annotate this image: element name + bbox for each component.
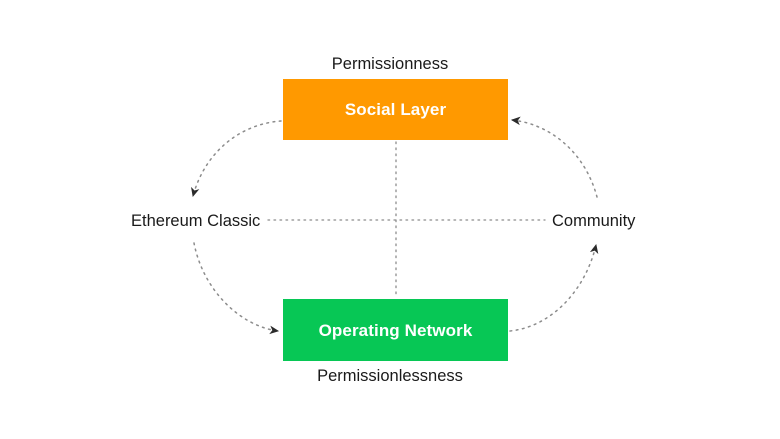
node-ethereum-classic[interactable]: Ethereum Classic xyxy=(131,212,261,230)
arc-social-layer-to-ethereum-classic xyxy=(191,120,282,198)
node-operating-network[interactable]: Operating Network xyxy=(283,299,508,361)
node-community[interactable]: Community xyxy=(552,212,636,230)
arc-community-to-social-layer xyxy=(510,116,598,198)
arc-operating-network-to-community xyxy=(509,243,599,332)
node-operating-network-label: Operating Network xyxy=(318,320,473,340)
node-social-layer[interactable]: Social Layer xyxy=(283,79,508,140)
node-social-layer-label: Social Layer xyxy=(344,100,447,119)
axis-caption-permissionness: Permissionness xyxy=(331,55,449,73)
axis-caption-permissionlessness: Permissionlessness xyxy=(317,367,463,385)
arc-ethereum-classic-to-operating-network xyxy=(193,242,280,335)
